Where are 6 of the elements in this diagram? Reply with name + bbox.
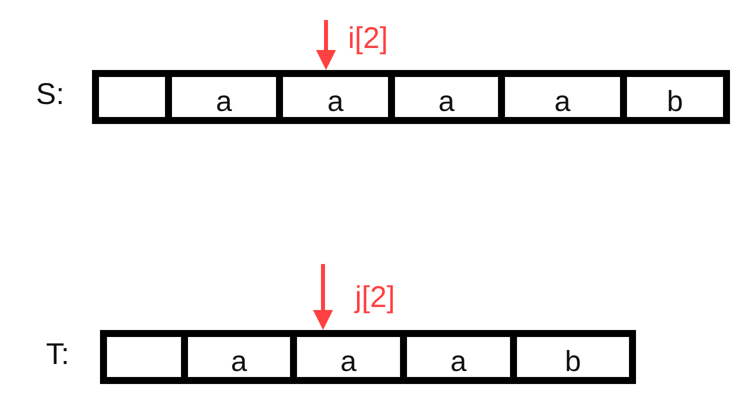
array-label: T: bbox=[46, 340, 70, 370]
arrow bbox=[313, 264, 333, 330]
edge-label: i[2] bbox=[348, 24, 388, 54]
arrow bbox=[316, 20, 336, 70]
array-label: S: bbox=[36, 80, 64, 110]
edge-label: j[2] bbox=[355, 283, 396, 313]
